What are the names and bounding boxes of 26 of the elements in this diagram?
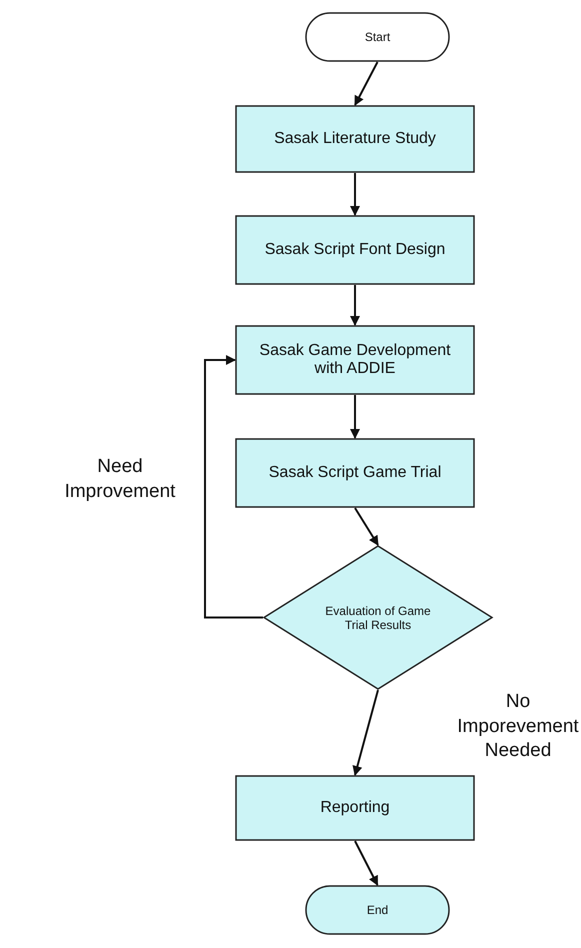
node-label: Sasak Script Font Design [264, 241, 446, 259]
node-label: Sasak Game Development with ADDIE [258, 342, 452, 378]
arrow [352, 690, 379, 776]
end-terminal [305, 885, 450, 935]
arrow [350, 173, 360, 216]
process-box [235, 215, 475, 285]
node-label: Start [364, 30, 390, 44]
node-label: Sasak Script Game Trial [268, 464, 442, 482]
node-label: End [366, 903, 388, 917]
node-label: Evaluation of Game Trial Results [324, 604, 432, 632]
node-label: Sasak Literature Study [274, 130, 436, 148]
start-terminal [305, 12, 450, 62]
arrow [350, 285, 360, 326]
edge-label: Need Improvement [64, 455, 176, 504]
process-box [235, 105, 475, 173]
arrow [350, 395, 360, 439]
arrow [354, 62, 378, 106]
process-box [235, 438, 475, 508]
arrow [204, 355, 263, 618]
edge-label: No Imporevement Needed [456, 690, 580, 764]
process-box [235, 775, 475, 841]
decision-diamond [263, 545, 493, 690]
process-box [235, 325, 475, 395]
arrow [354, 507, 379, 546]
node-label: Reporting [320, 799, 390, 817]
arrow [354, 840, 378, 886]
